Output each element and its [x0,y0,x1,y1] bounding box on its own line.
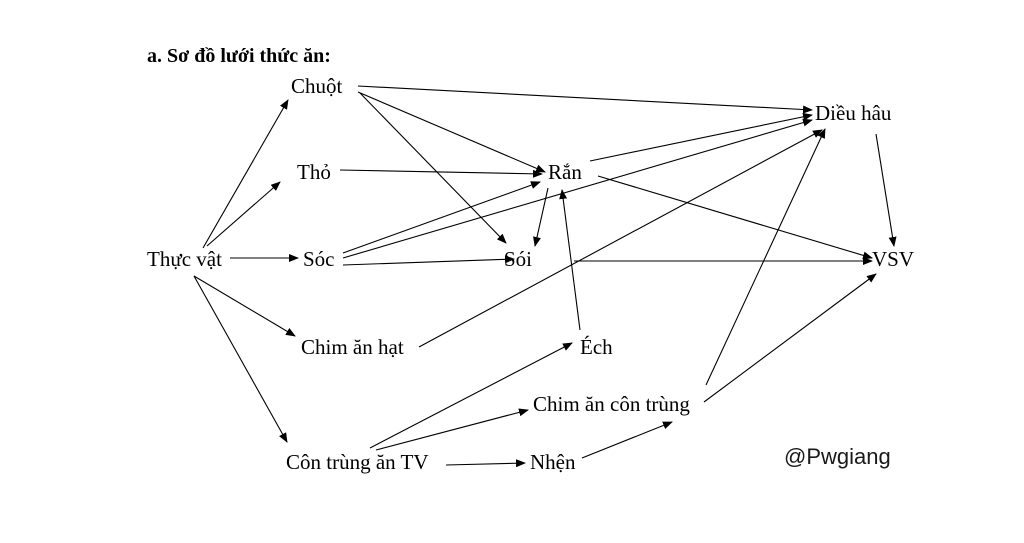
arrow-con-trung-an-tv-to-ech [369,342,573,449]
arrow-chuot-to-dieu-hau [357,85,813,114]
node-vsv: VSV [872,247,915,271]
node-soc: Sóc [303,247,335,271]
arrow-chim-an-hat-to-dieu-hau [418,129,823,348]
arrow-thuc-vat-to-con-trung-an-tv [193,275,288,443]
diagram-title: a. Sơ đồ lưới thức ăn: [147,45,331,67]
arrow-chuot-to-soi [359,92,507,244]
node-dieu-hau: Diều hâu [815,101,892,125]
arrow-thuc-vat-to-chuot [202,99,289,249]
node-chim-an-hat: Chim ăn hạt [301,335,404,359]
arrow-ran-to-vsv [597,175,873,260]
arrow-ran-to-dieu-hau [589,112,813,162]
arrow-soc-to-dieu-hau [342,118,813,259]
node-ran: Rắn [548,160,582,184]
arrow-chim-an-con-trung-to-vsv [703,273,877,403]
arrow-chim-an-con-trung-to-dieu-hau [705,128,826,386]
arrow-ech-to-ran [559,189,581,331]
arrow-soc-to-soi [342,255,515,266]
node-chuot: Chuột [291,74,343,98]
node-ech: Éch [580,335,613,359]
arrow-thuc-vat-to-tho [206,181,281,247]
arrow-nhen-to-chim-an-con-trung [581,421,673,459]
node-tho: Thỏ [297,160,331,184]
arrow-thuc-vat-to-chim-an-hat [193,275,296,337]
node-thuc-vat: Thực vật [147,247,222,271]
arrow-tho-to-ran [339,169,543,178]
arrow-soc-to-ran [342,181,541,254]
arrow-dieu-hau-to-vsv [875,133,897,247]
arrow-con-trung-an-tv-to-nhen [445,459,526,468]
node-chim-an-con-trung: Chim ăn côn trùng [533,392,690,416]
arrow-chuot-to-ran [357,91,546,173]
node-con-trung-an-tv: Côn trùng ăn TV [286,450,429,474]
node-soi: Sói [504,247,533,271]
arrow-ran-to-soi [533,187,549,247]
arrow-con-trung-an-tv-to-chim-an-con-trung [375,408,529,451]
node-nhen: Nhện [530,450,576,474]
watermark-text: @Pwgiang [784,444,891,469]
